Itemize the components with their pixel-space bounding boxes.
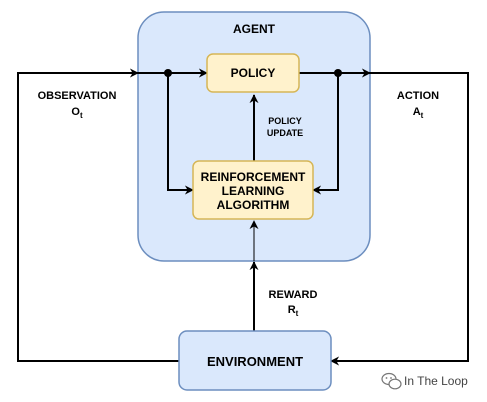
action-symbol: At [413,106,424,120]
junction-dot-observation [164,69,172,77]
action-symbol-sub: t [421,111,424,120]
action-arrow [330,72,469,366]
policy-update-line1: POLICY [268,116,302,126]
rl-algorithm-line1: REINFORCEMENT [201,170,306,184]
observation-symbol-sub: t [80,111,83,120]
policy-label: POLICY [231,66,276,80]
environment-box [178,330,332,391]
observation-arrow [17,68,179,362]
observation-to-rl-arrow [167,73,194,195]
reward-label: REWARD [269,289,318,301]
environment-label: ENVIRONMENT [207,354,303,369]
watermark-text: In The Loop [404,374,468,388]
policy-update-line2: UPDATE [267,128,303,138]
action-to-rl-arrow [312,73,339,195]
observation-label: OBSERVATION [38,90,117,102]
wechat-icon [381,372,402,390]
rl-algorithm-line2: LEARNING [222,184,285,198]
junction-dot-action [334,69,342,77]
reward-symbol-main: R [288,304,296,316]
rl-algorithm-box [192,160,314,220]
observation-symbol-main: O [71,106,80,118]
agent-title: AGENT [233,22,276,36]
observation-symbol: Ot [71,106,83,120]
action-label: ACTION [397,90,439,102]
connectors [17,68,469,366]
reward-symbol: Rt [288,304,299,318]
reward-symbol-sub: t [296,309,299,318]
action-symbol-main: A [413,106,421,118]
policy-box [206,53,300,93]
rl-algorithm-line3: ALGORITHM [217,198,290,212]
